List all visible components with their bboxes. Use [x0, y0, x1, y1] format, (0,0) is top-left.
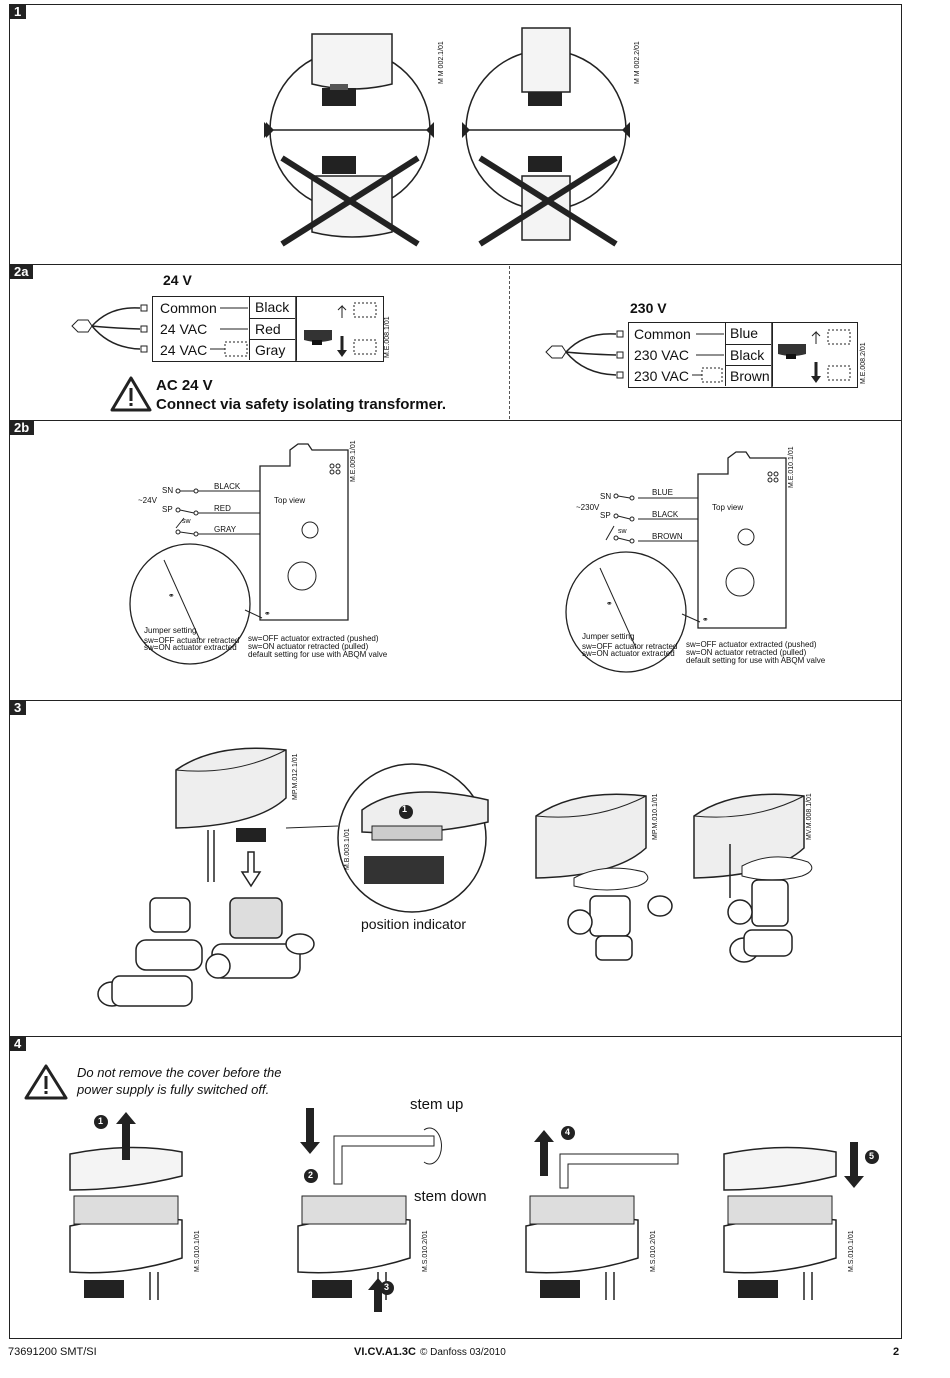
wire-label-right-2: BLACK — [652, 510, 679, 519]
ref-ms010-2a: M.S.010.2/01 — [422, 1230, 429, 1272]
top-view-right: Top view — [712, 503, 744, 512]
s4-warning-line2: power supply is fully switched off. — [77, 1082, 270, 1097]
ref-me008-2: M.E.008.2/01 — [860, 342, 867, 384]
ref-ms010-1a: M.S.010.1/01 — [194, 1230, 201, 1272]
section-tag-1: 1 — [9, 4, 27, 19]
note1-right: sw=OFF actuator extracted (pushed) — [686, 640, 817, 649]
callout-1-zoom: 1 — [402, 804, 408, 814]
section-tag-3: 3 — [9, 700, 27, 715]
note3-left: default setting for use with ABQM valve — [248, 650, 388, 659]
jumper-on-left: sw=ON actuator extracted — [144, 643, 237, 652]
ref-mvm008: MV.M.008.1/01 — [806, 793, 813, 840]
title-230v: 230 V — [630, 300, 667, 316]
ref-mpm012: MP.M.012.1/01 — [292, 753, 299, 800]
ref-mpm010: MP.M.010.1/01 — [652, 793, 659, 840]
divider-2 — [9, 420, 902, 421]
ref-me008-1: M.E.008.1/01 — [384, 316, 391, 358]
warning-24v-line1: AC 24 V — [156, 377, 213, 394]
color-230v-1: Blue — [730, 325, 759, 341]
color-230v-2: Black — [730, 347, 765, 363]
term-24v-2: 24 VAC — [160, 321, 208, 337]
wire-label-left-3: GRAY — [214, 525, 237, 534]
color-24v-1: Black — [255, 299, 290, 315]
ref-me009: M.E.009.1/01 — [350, 440, 357, 482]
label-sn-left: SN — [162, 486, 174, 495]
divider-4 — [9, 1036, 902, 1037]
wiring-table-24v: Common 24 VAC 24 VAC Black Red Gray — [152, 296, 384, 362]
section-tag-4: 4 — [9, 1036, 27, 1051]
jumper-off-left: sw=OFF actuator retracted — [144, 636, 240, 645]
jumper-left: Jumper setting — [144, 626, 197, 635]
label-sw-left: sw — [182, 518, 191, 525]
note2-right: sw=ON actuator retracted (pulled) — [686, 648, 807, 657]
wiring-table-230v: Common 230 VAC 230 VAC Blue Black Brown — [628, 322, 858, 388]
wire-label-left-1: BLACK — [214, 482, 241, 491]
label-supply-left: ~24V — [138, 496, 157, 505]
ref-mm002-1: M M 002.1/01 — [438, 41, 445, 84]
note2-left: sw=ON actuator retracted (pulled) — [248, 642, 369, 651]
label-supply-right: ~230V — [576, 503, 600, 512]
note1-left: sw=OFF actuator extracted (pushed) — [248, 634, 379, 643]
stem-down-label: stem down — [414, 1188, 487, 1205]
step-3-badge: 3 — [384, 1282, 390, 1292]
ref-ms010-2b: M.S.010.2/01 — [650, 1230, 657, 1272]
term-230v-3: 230 VAC — [634, 368, 689, 384]
wire-label-left-2: RED — [214, 504, 231, 513]
jumper-right: Jumper setting — [582, 632, 635, 641]
term-24v-1: Common — [160, 300, 217, 316]
term-24v-3: 24 VAC — [160, 342, 208, 358]
label-sw-right: sw — [618, 528, 627, 535]
color-24v-2: Red — [255, 321, 281, 337]
ref-ms010-1b: M.S.010.1/01 — [848, 1230, 855, 1272]
color-230v-3: Brown — [730, 368, 770, 384]
step-2-badge: 2 — [308, 1170, 314, 1180]
footer-doc-number: 73691200 SMT/SI — [8, 1346, 97, 1358]
footer-page-number: 2 — [893, 1346, 900, 1358]
section-tag-2b: 2b — [9, 420, 35, 435]
page-frame — [9, 4, 902, 1339]
ref-me010: M.E.010.1/01 — [788, 446, 795, 488]
warning-24v-line2: Connect via safety isolating transformer… — [156, 396, 447, 413]
jumper-on-right: sw=ON actuator extracted — [582, 649, 675, 658]
label-sp-left: SP — [162, 505, 173, 514]
ref-mm002-2: M M 002.2/01 — [634, 41, 641, 84]
footer-copyright: © Danfoss 03/2010 — [420, 1347, 506, 1358]
stem-up-label: stem up — [410, 1096, 464, 1113]
note3-right: default setting for use with ABQM valve — [686, 656, 826, 665]
step-1-badge: 1 — [98, 1116, 104, 1126]
step-4-badge: 4 — [565, 1127, 571, 1137]
footer-code: VI.CV.A1.3C — [354, 1346, 416, 1358]
ref-mb003: M.B.003.1/01 — [344, 828, 351, 870]
term-230v-2: 230 VAC — [634, 347, 689, 363]
divider-3 — [9, 700, 902, 701]
position-indicator-caption: position indicator — [361, 916, 467, 932]
divider-2a-split — [509, 266, 510, 419]
divider-1 — [9, 264, 902, 265]
term-230v-1: Common — [634, 326, 691, 342]
label-sp-right: SP — [600, 511, 611, 520]
label-sn-right: SN — [600, 492, 612, 501]
s4-warning-line1: Do not remove the cover before the — [77, 1065, 282, 1080]
top-view-left: Top view — [274, 496, 306, 505]
title-24v: 24 V — [163, 272, 192, 288]
color-24v-3: Gray — [255, 342, 286, 358]
wire-label-right-1: BLUE — [652, 488, 673, 497]
section-tag-2a: 2a — [9, 264, 34, 279]
step-5-badge: 5 — [869, 1151, 875, 1161]
jumper-off-right: sw=OFF actuator retracted — [582, 642, 678, 651]
wire-label-right-3: BROWN — [652, 532, 683, 541]
